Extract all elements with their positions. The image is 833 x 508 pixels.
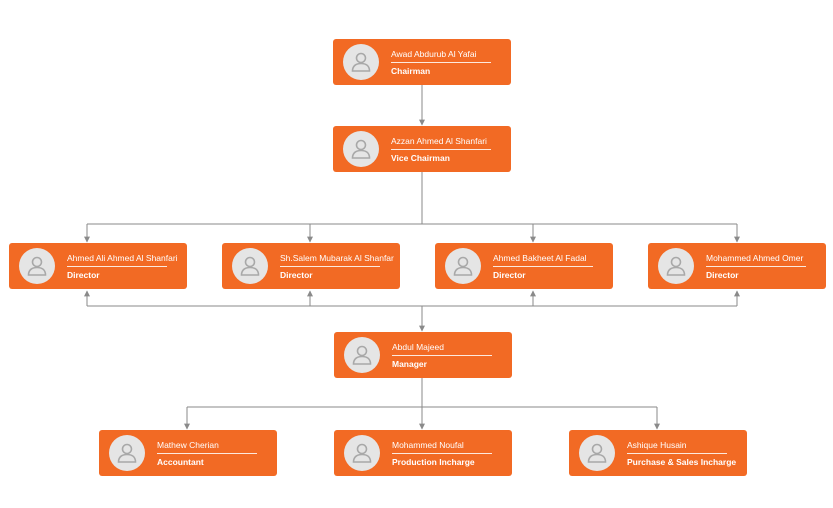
person-role: Purchase & Sales Incharge (627, 457, 737, 467)
org-card-director-1[interactable]: Ahmed Ali Ahmed Al Shanfari Director (9, 243, 187, 289)
name-divider (391, 149, 491, 150)
person-name: Ahmed Bakheet Al Fadal (493, 253, 587, 263)
person-name: Ashique Husain (627, 440, 687, 450)
name-divider (391, 62, 491, 63)
person-icon (445, 248, 481, 284)
person-role: Production Incharge (392, 457, 475, 467)
org-card-chairman[interactable]: Awad Abdurub Al Yafai Chairman (333, 39, 511, 85)
person-icon (343, 131, 379, 167)
person-name: Sh.Salem Mubarak Al Shanfari (280, 253, 394, 263)
person-icon (109, 435, 145, 471)
person-name: Mohammed Ahmed Omer (706, 253, 804, 263)
person-icon (232, 248, 268, 284)
person-role: Accountant (157, 457, 204, 467)
org-card-manager[interactable]: Abdul Majeed Manager (334, 332, 512, 378)
person-name: Mohammed Noufal (392, 440, 464, 450)
org-card-production-incharge[interactable]: Mohammed Noufal Production Incharge (334, 430, 512, 476)
org-card-director-2[interactable]: Sh.Salem Mubarak Al Shanfari Director (222, 243, 400, 289)
person-name: Awad Abdurub Al Yafai (391, 49, 477, 59)
person-role: Director (280, 270, 313, 280)
name-divider (280, 266, 380, 267)
name-divider (157, 453, 257, 454)
name-divider (392, 453, 492, 454)
org-card-director-3[interactable]: Ahmed Bakheet Al Fadal Director (435, 243, 613, 289)
org-card-director-4[interactable]: Mohammed Ahmed Omer Director (648, 243, 826, 289)
person-name: Abdul Majeed (392, 342, 444, 352)
person-icon (344, 435, 380, 471)
person-icon (19, 248, 55, 284)
person-role: Director (493, 270, 526, 280)
person-role: Director (706, 270, 739, 280)
person-name: Ahmed Ali Ahmed Al Shanfari (67, 253, 178, 263)
org-card-vice-chairman[interactable]: Azzan Ahmed Al Shanfari Vice Chairman (333, 126, 511, 172)
person-icon (658, 248, 694, 284)
org-card-purchase-sales-incharge[interactable]: Ashique Husain Purchase & Sales Incharge (569, 430, 747, 476)
person-icon (344, 337, 380, 373)
person-role: Vice Chairman (391, 153, 450, 163)
person-role: Director (67, 270, 100, 280)
org-card-accountant[interactable]: Mathew Cherian Accountant (99, 430, 277, 476)
person-role: Chairman (391, 66, 431, 76)
name-divider (627, 453, 727, 454)
person-name: Mathew Cherian (157, 440, 219, 450)
person-name: Azzan Ahmed Al Shanfari (391, 136, 487, 146)
name-divider (392, 355, 492, 356)
person-icon (579, 435, 615, 471)
name-divider (67, 266, 167, 267)
person-role: Manager (392, 359, 427, 369)
name-divider (493, 266, 593, 267)
name-divider (706, 266, 806, 267)
person-icon (343, 44, 379, 80)
